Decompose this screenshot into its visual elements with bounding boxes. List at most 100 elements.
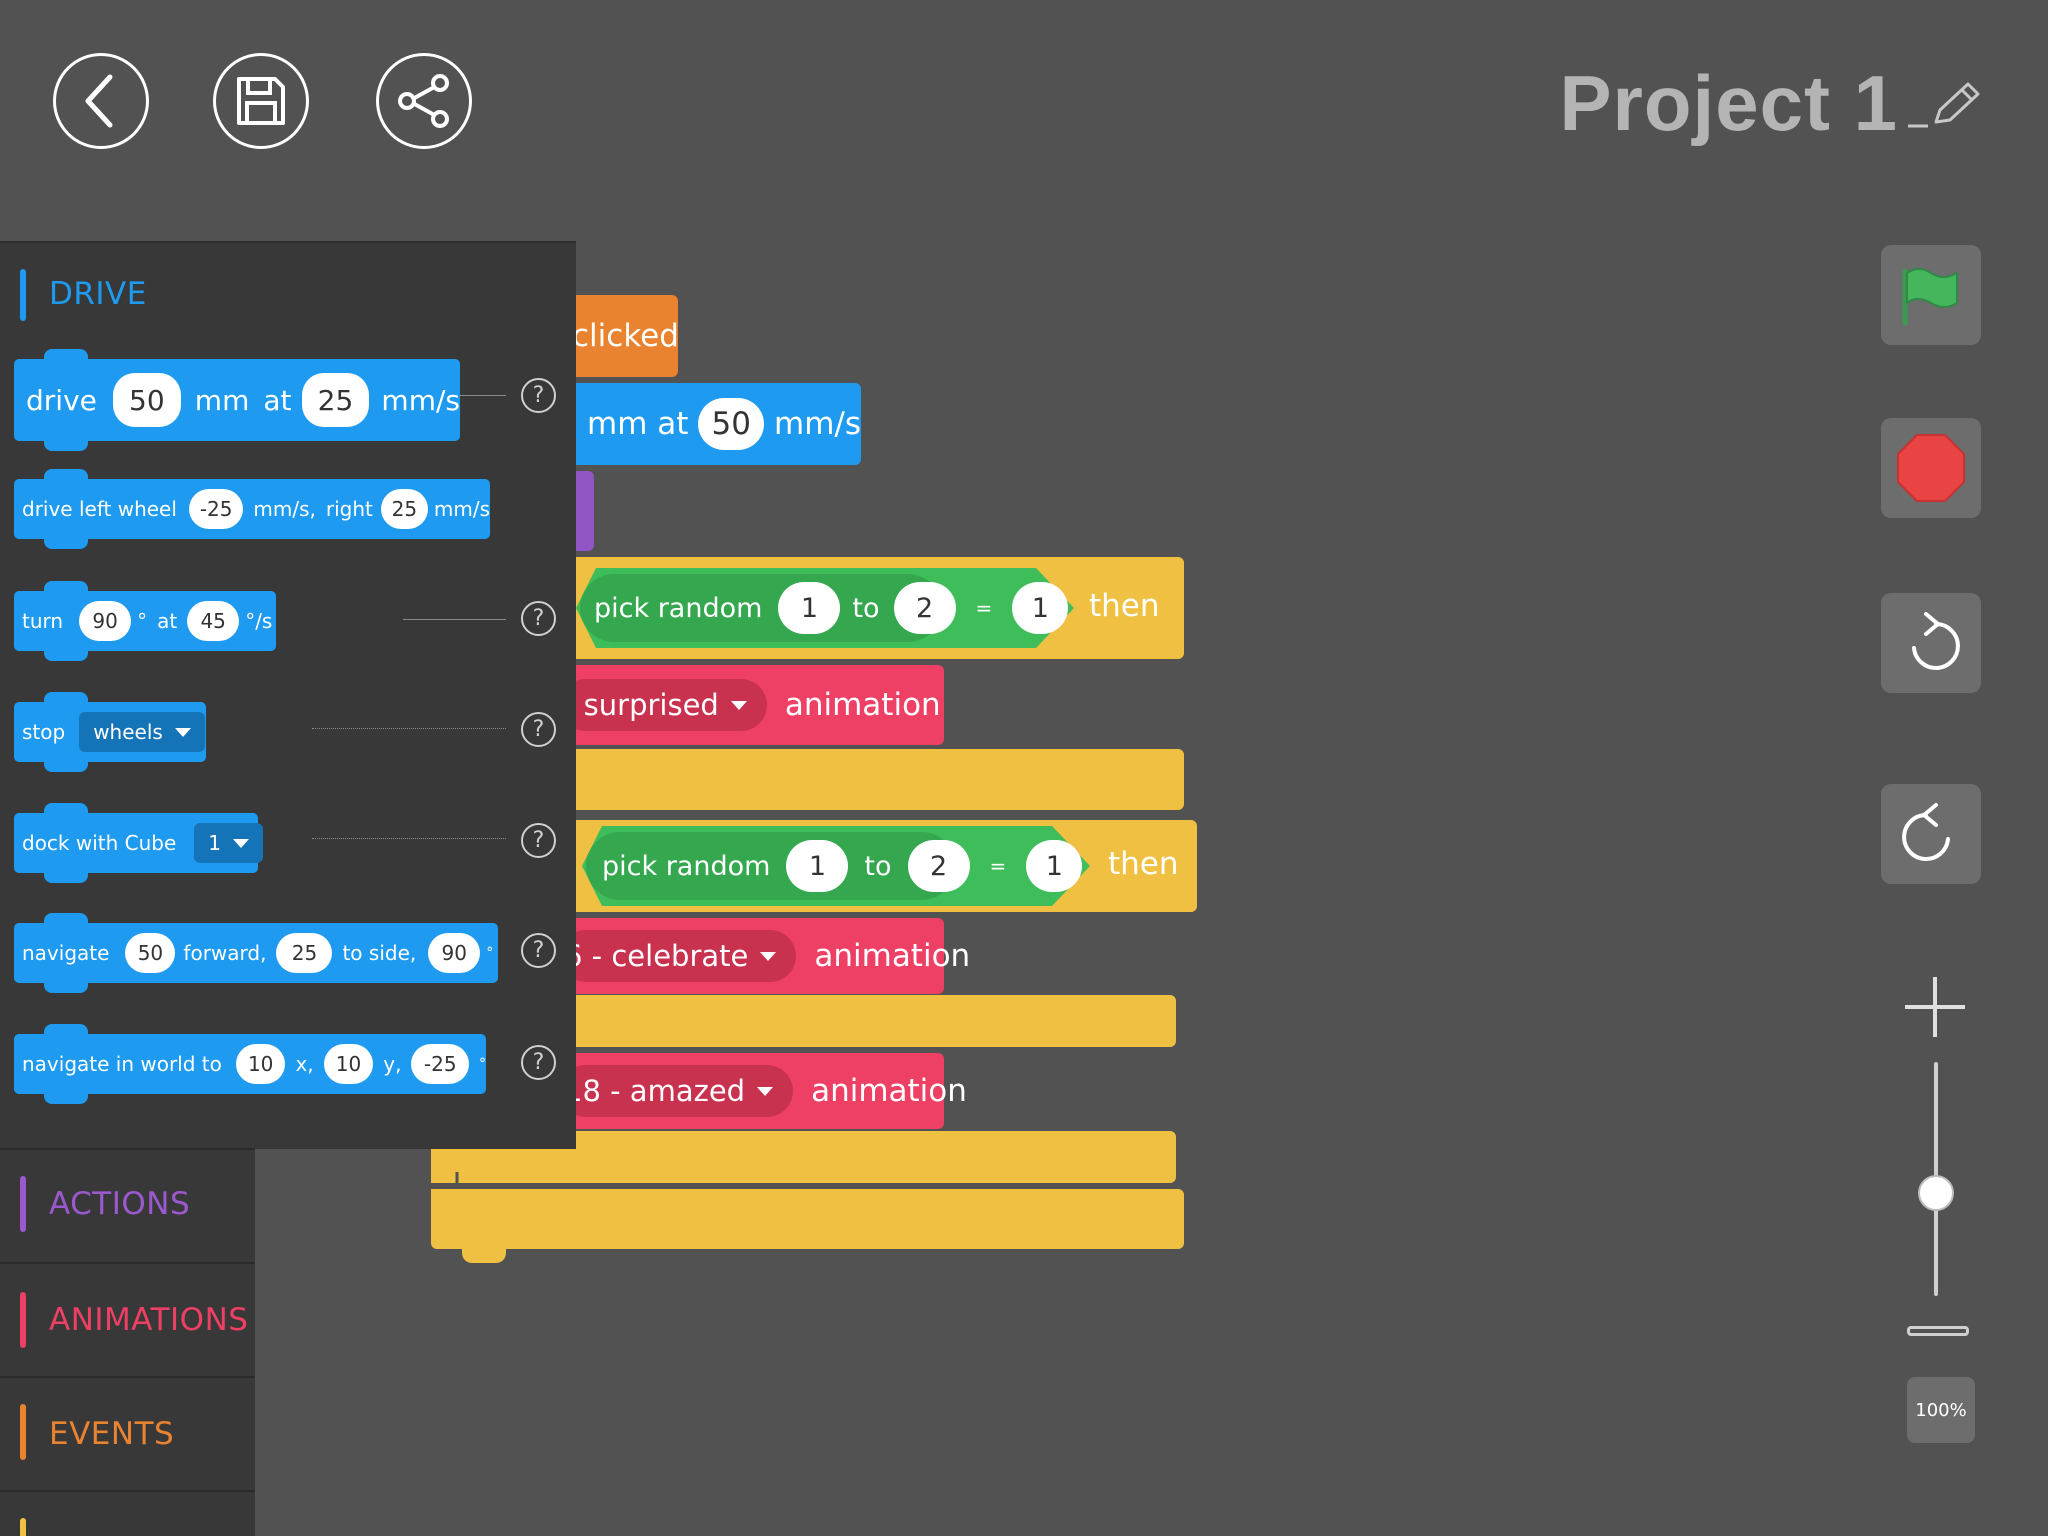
right-speed-input[interactable]: 25 — [380, 489, 428, 529]
floppy-disk-icon — [237, 77, 285, 125]
help-drive[interactable]: ? — [521, 378, 556, 413]
category-more[interactable] — [0, 1490, 255, 1536]
stop-dropdown[interactable]: wheels — [79, 712, 205, 752]
animation-dropdown-1[interactable]: - surprised — [560, 679, 767, 731]
palette-navigate-block[interactable]: navigate 50 forward, 25 to side, 90 ° — [14, 913, 498, 993]
turn-angle-input[interactable]: 90 — [79, 601, 132, 641]
forward-label: forward, — [183, 941, 267, 965]
event-label: clicked — [572, 318, 679, 354]
angle-input[interactable]: 90 — [428, 933, 481, 973]
animation-label-2: animation — [814, 938, 971, 974]
category-actions[interactable]: ACTIONS — [0, 1148, 255, 1262]
palette-dock-block[interactable]: dock with Cube 1 — [14, 803, 264, 883]
drive-speed-input[interactable]: 25 — [301, 373, 370, 427]
pencil-icon — [1908, 82, 1980, 128]
animation-block-2[interactable]: 6 - celebrate animation — [560, 918, 970, 994]
connector-line — [312, 838, 506, 839]
random-min-input[interactable]: 1 — [786, 840, 849, 892]
drive-block[interactable]: mm at 50 mm/s — [548, 383, 861, 465]
left-speed-input[interactable]: -25 — [188, 489, 244, 529]
world-y-input[interactable]: 10 — [323, 1044, 374, 1084]
degree-label: ° — [479, 1056, 486, 1072]
x-label: x, — [295, 1052, 314, 1076]
chevron-left-icon — [85, 74, 113, 128]
to-label: to — [852, 592, 880, 624]
block-palette: DRIVE drive 50 mm at 25 mm/s ? drive lef… — [0, 241, 576, 1149]
then-label-2: then — [1108, 846, 1179, 882]
share-button[interactable] — [376, 53, 472, 149]
cube-dropdown[interactable]: 1 — [194, 823, 264, 863]
turn-label: turn — [22, 609, 64, 633]
zoom-slider-thumb[interactable] — [1918, 1175, 1954, 1212]
redo-button[interactable] — [1881, 593, 1981, 693]
world-x-input[interactable]: 10 — [235, 1044, 286, 1084]
help-world[interactable]: ? — [521, 1045, 556, 1080]
drive-category-label[interactable]: DRIVE — [49, 276, 147, 312]
drive-unit-label: mm/s — [774, 406, 861, 442]
at-label: at — [157, 609, 178, 633]
compare-input[interactable]: 1 — [1012, 582, 1069, 634]
animation-dropdown-3[interactable]: 18 - amazed — [560, 1065, 794, 1117]
zoom-out-button[interactable] — [1907, 1326, 1969, 1336]
palette-turn-block[interactable]: turn 90 ° at 45 °/s — [14, 581, 276, 661]
animation-label-3: animation — [811, 1073, 967, 1109]
side-input[interactable]: 25 — [276, 933, 333, 973]
help-navigate[interactable]: ? — [521, 933, 556, 968]
help-stop[interactable]: ? — [521, 712, 556, 747]
animation-dropdown-3-value: 18 - amazed — [564, 1074, 746, 1108]
redo-arrow-icon — [1912, 612, 1960, 670]
animation-label-1: animation — [784, 687, 941, 723]
animations-label: ANIMATIONS — [49, 1302, 249, 1338]
drive-distance-input[interactable]: 50 — [112, 373, 181, 427]
turn-speed-input[interactable]: 45 — [187, 601, 240, 641]
random-min-input[interactable]: 1 — [778, 582, 841, 634]
random-max-input[interactable]: 2 — [893, 582, 956, 634]
back-button[interactable] — [53, 53, 149, 149]
then-label-1: then — [1089, 588, 1160, 624]
equals-label: = — [989, 854, 1007, 878]
palette-drive-block[interactable]: drive 50 mm at 25 mm/s — [14, 349, 460, 451]
palette-world-block[interactable]: navigate in world to 10 x, 10 y, -25 ° — [14, 1024, 486, 1104]
zoom-in-button[interactable] — [1903, 975, 1967, 1043]
help-dock[interactable]: ? — [521, 823, 556, 858]
mms-label: mm/s, — [253, 497, 316, 521]
loop-block-bottom — [431, 1189, 1184, 1249]
zoom-level: 100% — [1907, 1377, 1975, 1443]
events-bar — [20, 1404, 26, 1460]
drive-mid-label: mm at — [587, 406, 689, 442]
y-label: y, — [383, 1052, 402, 1076]
palette-wheels-block[interactable]: drive left wheel -25 mm/s, right 25 mm/s — [14, 469, 490, 549]
start-button[interactable] — [1881, 245, 1981, 345]
compare-input[interactable]: 1 — [1026, 840, 1083, 892]
pick-random-label: pick random — [594, 592, 763, 624]
random-max-input[interactable]: 2 — [907, 840, 970, 892]
condition-2[interactable]: pick random 1 to 2 = 1 — [582, 826, 1090, 906]
animation-block-3[interactable]: 18 - amazed animation — [560, 1053, 967, 1129]
if-block-1-bottom — [560, 749, 1184, 810]
share-icon — [398, 74, 449, 128]
edit-title-button[interactable] — [1906, 80, 1986, 136]
palette-stop-block[interactable]: stop wheels — [14, 692, 206, 772]
event-block[interactable]: clicked — [560, 295, 679, 377]
stop-button[interactable] — [1881, 418, 1981, 518]
if-block-2-bottom — [560, 995, 1176, 1047]
condition-1[interactable]: pick random 1 to 2 = 1 — [576, 568, 1074, 648]
help-turn[interactable]: ? — [521, 601, 556, 636]
undo-button[interactable] — [1881, 784, 1981, 884]
save-button[interactable] — [213, 53, 309, 149]
category-animations[interactable]: ANIMATIONS — [0, 1262, 255, 1376]
world-angle-input[interactable]: -25 — [411, 1044, 469, 1084]
plus-icon — [1905, 977, 1965, 1037]
to-side-label: to side, — [342, 941, 417, 965]
animation-dropdown-1-value: - surprised — [564, 688, 719, 722]
actions-bar — [20, 1176, 26, 1232]
speed-input[interactable]: 50 — [698, 398, 764, 450]
forward-input[interactable]: 50 — [125, 933, 176, 973]
animation-dropdown-2[interactable]: 6 - celebrate — [560, 930, 797, 982]
animation-block-1[interactable]: - surprised animation — [560, 665, 944, 745]
equals-label: = — [975, 596, 993, 620]
world-label: navigate in world to — [22, 1052, 222, 1076]
mm-label: mm — [194, 383, 250, 417]
loop-tab — [462, 1245, 506, 1263]
category-events[interactable]: EVENTS — [0, 1376, 255, 1490]
